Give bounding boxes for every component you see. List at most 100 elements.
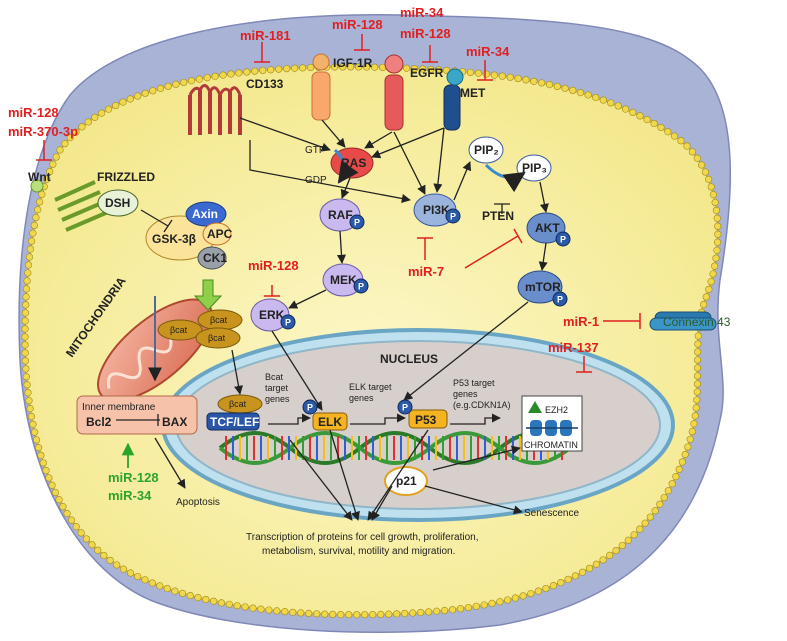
- membrane-bead: [403, 64, 411, 72]
- membrane-bead: [707, 183, 715, 191]
- membrane-bead: [401, 609, 409, 618]
- p53-box[interactable]: [408, 409, 448, 429]
- mir-137-label: miR-137: [548, 340, 599, 355]
- membrane-bead: [164, 82, 172, 90]
- membrane-bead: [211, 72, 219, 80]
- membrane-bead: [187, 77, 196, 85]
- membrane-bead: [22, 293, 30, 301]
- membrane-bead: [345, 611, 353, 619]
- membrane-bead: [693, 356, 702, 364]
- membrane-bead: [678, 458, 686, 466]
- phosphate-icon: [445, 208, 461, 224]
- bcat-label-1: βcat: [170, 325, 188, 335]
- igf1r-receptor[interactable]: [311, 53, 331, 121]
- membrane-bead: [72, 523, 80, 531]
- p21-node[interactable]: [384, 466, 428, 496]
- mir-34-egfr-label: miR-34: [400, 5, 444, 20]
- membrane-bead: [488, 599, 496, 608]
- membrane-bead: [77, 529, 85, 537]
- membrane-bead: [43, 175, 51, 183]
- membrane-bead: [599, 96, 607, 104]
- membrane-bead: [472, 602, 480, 610]
- membrane-bead: [657, 123, 665, 132]
- phosphate-label: P: [285, 318, 291, 328]
- pip2-node[interactable]: [468, 136, 504, 164]
- raf-label: RAF: [328, 208, 353, 222]
- membrane-bead: [692, 404, 700, 412]
- inner-membrane-label: Inner membrane: [82, 402, 156, 413]
- membrane-bead: [22, 373, 31, 381]
- membrane-bead: [618, 541, 626, 550]
- membrane-bead: [474, 69, 483, 77]
- membrane-bead: [675, 465, 683, 473]
- membrane-bead: [119, 565, 128, 573]
- cd133-receptor[interactable]: [188, 84, 242, 135]
- membrane-bead: [27, 412, 36, 421]
- membrane-bead: [511, 594, 519, 602]
- membrane-bead: [289, 608, 297, 616]
- membrane-bead: [646, 513, 654, 521]
- membrane-bead: [651, 507, 659, 515]
- membrane-bead: [178, 589, 187, 598]
- membrane-bead: [225, 600, 233, 608]
- elk-target-genes-line1: ELK target: [349, 382, 392, 392]
- ck1-node[interactable]: [197, 246, 227, 270]
- phosphate-icon: [302, 399, 318, 415]
- membrane-bead: [30, 221, 38, 229]
- membrane-bead: [21, 349, 29, 357]
- membrane-bead: [32, 436, 41, 444]
- membrane-bead: [506, 73, 514, 81]
- membrane-bead: [31, 428, 39, 436]
- membrane-bead: [693, 396, 701, 404]
- connexin43-channel[interactable]: [649, 311, 717, 331]
- mir-34-green-label: miR-34: [108, 488, 152, 503]
- membrane-bead: [29, 229, 37, 237]
- dsh-node[interactable]: [97, 189, 139, 217]
- membrane-bead: [440, 606, 449, 615]
- apc-node[interactable]: [202, 222, 232, 246]
- membrane-bead: [713, 214, 721, 222]
- gsk3b-label: GSK-3β: [152, 232, 196, 246]
- membrane-bead: [24, 389, 32, 397]
- membrane-bead: [504, 596, 512, 604]
- bax-label: BAX: [162, 415, 187, 429]
- membrane-bead: [307, 63, 315, 72]
- membrane-bead: [409, 609, 417, 617]
- wnt-ligand[interactable]: [30, 179, 44, 193]
- met-label: MET: [460, 86, 486, 100]
- membrane-bead: [684, 443, 692, 451]
- egfr-receptor[interactable]: [384, 54, 404, 131]
- membrane-bead: [584, 91, 592, 99]
- phosphate-icon: [555, 231, 571, 247]
- membrane-bead: [329, 610, 337, 619]
- membrane-bead: [527, 589, 535, 598]
- ezh2-label: EZH2: [545, 405, 568, 415]
- membrane-bead: [299, 64, 307, 72]
- membrane-bead: [578, 568, 587, 576]
- membrane-bead: [267, 66, 275, 74]
- membrane-bead: [711, 198, 719, 207]
- membrane-bead: [141, 576, 149, 584]
- p53-target-genes-line3: (e.g.CDKN1A): [453, 400, 511, 410]
- membrane-bead: [542, 584, 550, 593]
- membrane-bead: [688, 427, 696, 436]
- bcat-target-genes-line2: target: [265, 383, 289, 393]
- mtor-node[interactable]: [517, 270, 563, 304]
- axin-node[interactable]: [185, 201, 227, 227]
- membrane-bead: [660, 493, 668, 502]
- membrane-bead: [126, 95, 134, 103]
- membrane-bead: [599, 556, 607, 564]
- frizzled-receptor[interactable]: [54, 180, 109, 232]
- membrane-bead: [636, 112, 644, 120]
- tcf-lef-box[interactable]: [206, 412, 260, 431]
- frizzled-label: FRIZZLED: [97, 170, 155, 184]
- met-receptor[interactable]: [443, 68, 464, 131]
- membrane-bead: [694, 340, 702, 348]
- membrane-bead: [22, 365, 30, 373]
- membrane-bead: [283, 65, 291, 73]
- phosphate-icon: [552, 291, 568, 307]
- membrane-bead: [624, 536, 632, 544]
- wnt-pathway-arrow: [193, 279, 223, 311]
- membrane-bead: [606, 551, 614, 559]
- membrane-bead: [119, 98, 127, 106]
